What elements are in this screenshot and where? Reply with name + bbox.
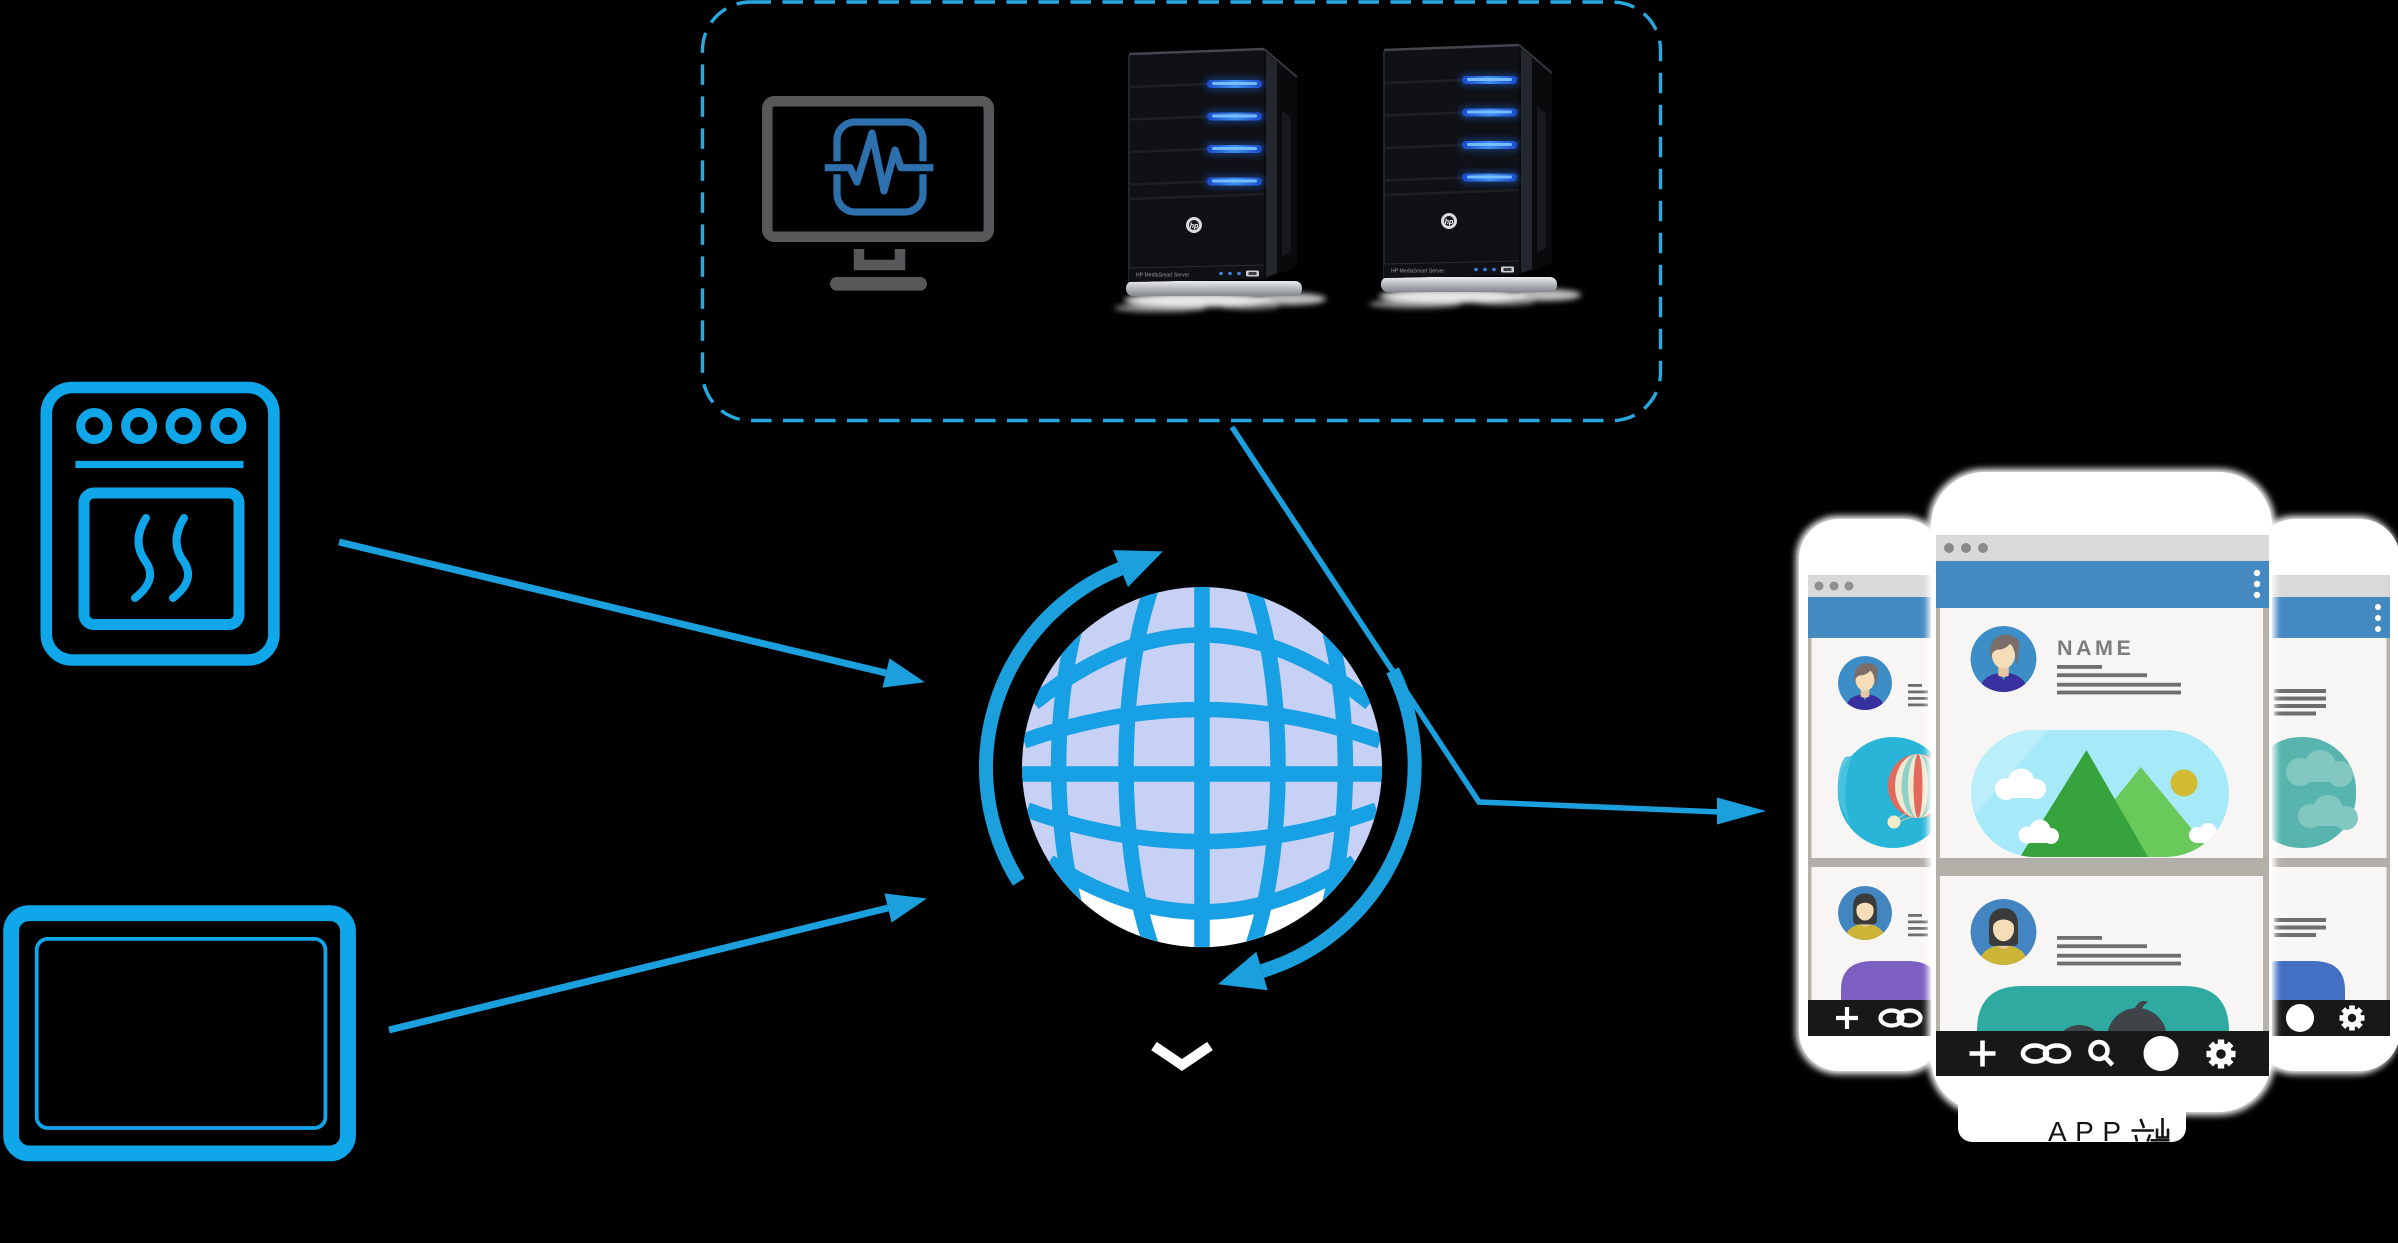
svg-text:NAME: NAME	[2057, 636, 2134, 660]
svg-text:APP: APP	[2048, 1116, 2130, 1147]
